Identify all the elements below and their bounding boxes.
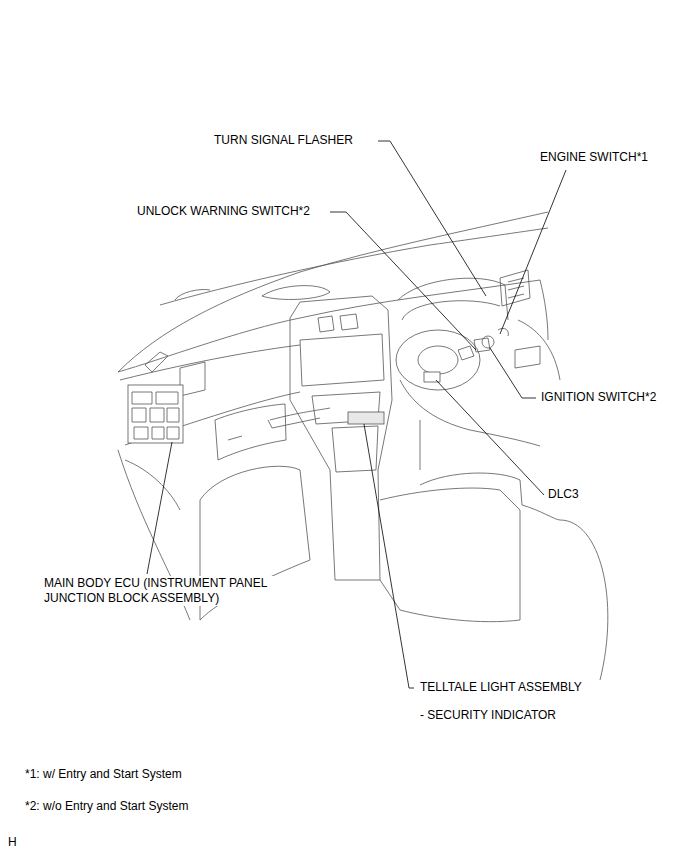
- part-label: MAIN BODY ECU (INSTRUMENT PANEL JUNCTION…: [42, 576, 308, 606]
- part-label: TURN SIGNAL FLASHER: [212, 133, 355, 148]
- footnote: *1: w/ Entry and Start System: [23, 767, 184, 782]
- part-label: IGNITION SWITCH*2: [539, 390, 658, 405]
- part-label: DLC3: [546, 487, 581, 502]
- dashboard-drawing: [118, 212, 608, 680]
- part-label: TELLTALE LIGHT ASSEMBLY: [418, 680, 584, 695]
- figure-code: H: [6, 835, 19, 850]
- part-label: UNLOCK WARNING SWITCH*2: [135, 204, 312, 219]
- part-label: - SECURITY INDICATOR: [418, 708, 558, 723]
- part-label: ENGINE SWITCH*1: [538, 150, 650, 165]
- footnote: *2: w/o Entry and Start System: [23, 799, 190, 814]
